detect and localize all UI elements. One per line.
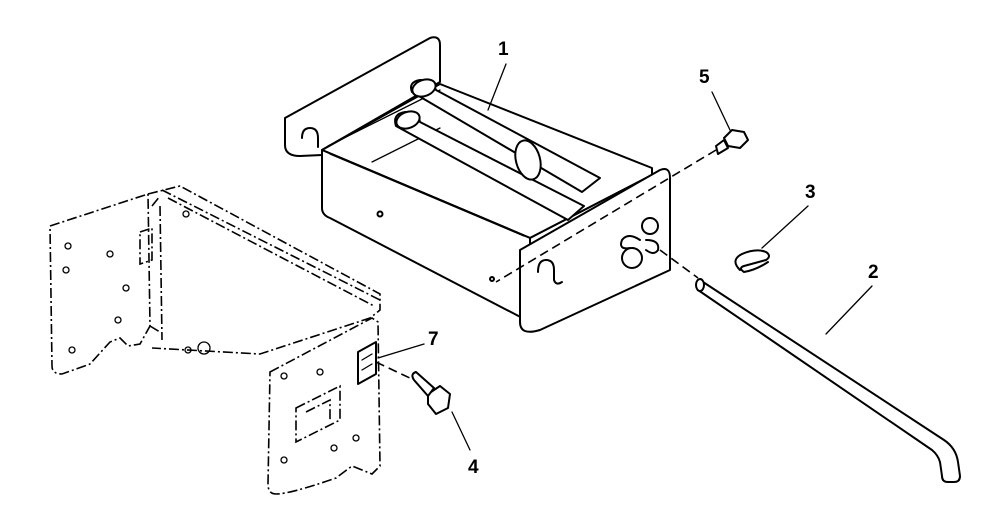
bracket-back-panel bbox=[147, 185, 381, 355]
bracket-hole bbox=[352, 434, 360, 442]
bracket-hole bbox=[330, 444, 338, 452]
rear-plate-slot bbox=[301, 127, 319, 148]
bracket-right-flange bbox=[267, 317, 381, 495]
bracket-inner-edge bbox=[149, 205, 163, 341]
leader-3 bbox=[761, 205, 809, 249]
hitch-pin-shaft bbox=[697, 279, 961, 483]
bracket-hole bbox=[64, 242, 72, 250]
roller-collar bbox=[514, 139, 542, 181]
hitch-pin bbox=[695, 278, 961, 483]
cage-nut-tab bbox=[361, 353, 373, 371]
bracket-hole bbox=[62, 266, 70, 274]
bracket-left-flange bbox=[49, 192, 151, 375]
bracket-top-fold bbox=[151, 189, 381, 307]
bracket-hole bbox=[122, 284, 130, 292]
callout-2: 2 bbox=[868, 262, 879, 283]
pivot-wing bbox=[620, 235, 660, 254]
assembly-line-bolt bbox=[375, 361, 415, 381]
pivot-lobe-a bbox=[621, 247, 643, 269]
callout-5: 5 bbox=[699, 67, 710, 88]
roller-upper-end bbox=[411, 78, 437, 98]
leader-5 bbox=[711, 91, 731, 131]
hitch-frame-front-face bbox=[321, 149, 531, 323]
bracket-left-slot bbox=[139, 226, 153, 266]
shoulder-bolt-head bbox=[427, 385, 451, 415]
leader-4 bbox=[451, 411, 471, 451]
assembly-line-pin bbox=[659, 249, 699, 279]
bracket-hole bbox=[114, 316, 122, 324]
cage-nut-body bbox=[357, 341, 377, 385]
hitch-frame-front-plate bbox=[519, 168, 671, 333]
cap-screw bbox=[715, 129, 749, 155]
bracket-hole bbox=[106, 250, 114, 258]
bracket-hole bbox=[316, 368, 324, 376]
mounting-bracket bbox=[49, 185, 381, 495]
assembly-line-screw bbox=[495, 149, 717, 283]
callout-1: 1 bbox=[498, 39, 509, 60]
hitch-frame bbox=[284, 36, 671, 333]
hitch-pin-tip bbox=[695, 278, 705, 292]
bracket-hole bbox=[280, 456, 288, 464]
bracket-hole bbox=[280, 372, 288, 380]
bracket-hole bbox=[182, 210, 190, 218]
leader-7 bbox=[377, 343, 425, 359]
cap-screw-shank bbox=[715, 139, 729, 155]
hair-pin-clip bbox=[734, 249, 770, 273]
bracket-hole-large bbox=[197, 341, 211, 355]
callout-3: 3 bbox=[805, 182, 816, 203]
cage-nut bbox=[357, 341, 377, 385]
front-wall-hole bbox=[376, 210, 384, 218]
leader-2 bbox=[825, 285, 873, 335]
bracket-hole bbox=[184, 346, 192, 354]
callout-4: 4 bbox=[468, 457, 479, 478]
leader-1 bbox=[487, 63, 507, 111]
front-wall-pin-hole bbox=[489, 276, 495, 282]
roller-lower-end bbox=[395, 110, 421, 130]
shoulder-bolt-shank bbox=[411, 371, 435, 397]
shoulder-bolt bbox=[411, 371, 451, 415]
bracket-hole bbox=[68, 346, 76, 354]
callout-7: 7 bbox=[428, 329, 439, 350]
bracket-right-cutout bbox=[295, 384, 341, 444]
pivot-lobe-b bbox=[641, 217, 659, 235]
front-plate-slot bbox=[537, 259, 563, 285]
clip-wire bbox=[734, 249, 770, 273]
